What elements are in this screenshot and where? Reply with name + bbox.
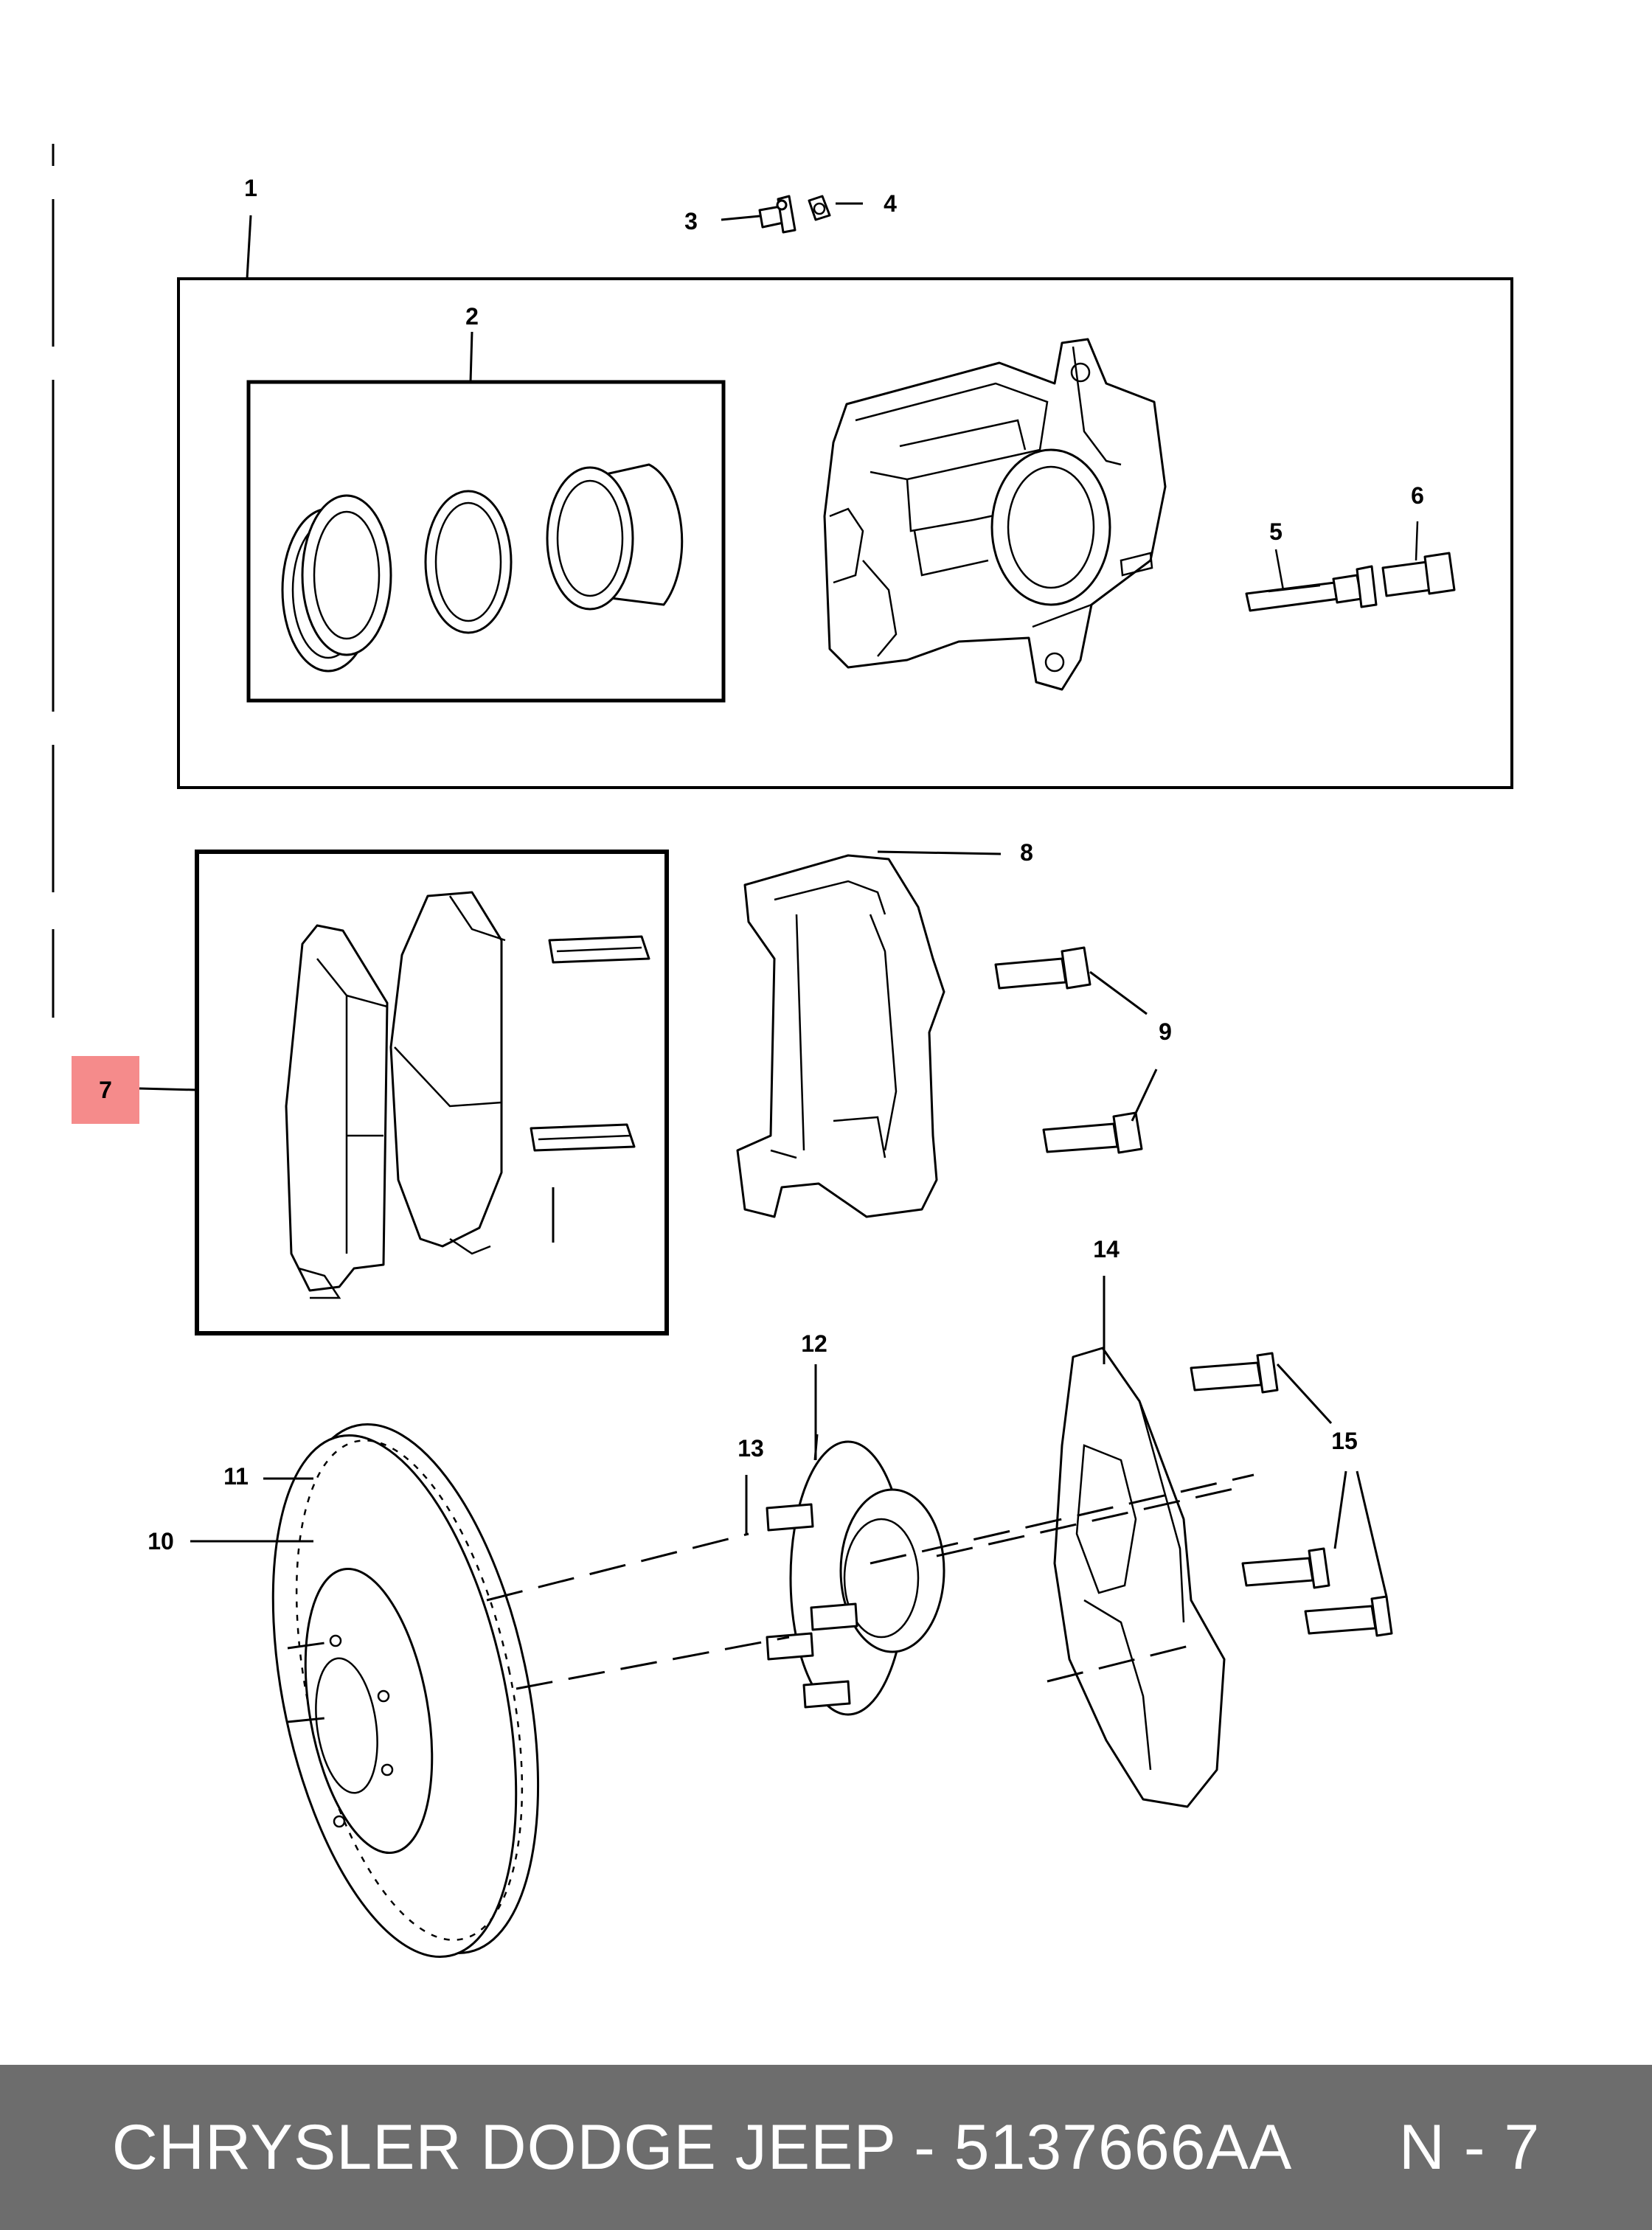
brake-rotor	[190, 1423, 540, 1959]
dust-shield	[1053, 1276, 1226, 1808]
callout-7: 7	[99, 1077, 112, 1103]
footer-bar: CHRYSLER DODGE JEEP - 5137666AA N - 7	[0, 2065, 1652, 2230]
parts-diagram: 1 2 3 4 5 6 8 9 10 11 12 13 14 15	[52, 144, 1513, 1959]
callout-3: 3	[684, 208, 698, 235]
guide-pin	[1245, 549, 1378, 612]
highlighted-part-marker	[72, 1056, 139, 1124]
footer-brand-part: CHRYSLER DODGE JEEP - 5137666AA	[111, 2111, 1289, 2183]
callout-4: 4	[884, 190, 897, 217]
caliper-assembly-box	[177, 215, 1513, 789]
dust-shield-bolts	[1190, 1352, 1393, 1637]
caliper-body	[823, 338, 1167, 691]
callout-15: 15	[1331, 1428, 1358, 1454]
callout-8: 8	[1020, 839, 1033, 866]
adapter-bolts	[994, 946, 1158, 1154]
callout-1: 1	[244, 175, 257, 201]
brake-pad-kit-box	[139, 850, 669, 1335]
footer-label: CHRYSLER DODGE JEEP - 5137666AA N - 7	[112, 2111, 1540, 2184]
callout-13: 13	[738, 1435, 764, 1462]
wheel-studs	[745, 1475, 858, 1709]
callout-5: 5	[1269, 518, 1283, 545]
callout-12: 12	[801, 1330, 827, 1357]
caliper-adapter	[736, 850, 1002, 1218]
bleeder-screw	[721, 195, 796, 234]
callout-14: 14	[1093, 1236, 1120, 1262]
callout-11: 11	[223, 1463, 249, 1490]
callout-6: 6	[1411, 482, 1424, 509]
guide-pin-bolt	[1381, 521, 1456, 597]
hub-bearing	[789, 1364, 945, 1716]
callout-2: 2	[465, 303, 479, 330]
bleeder-cap	[808, 195, 863, 221]
callout-10: 10	[148, 1528, 174, 1555]
alignment-lines	[287, 1473, 1254, 1723]
footer-page-ref: N - 7	[1398, 2111, 1541, 2183]
callout-9: 9	[1159, 1018, 1172, 1045]
piston-seal-kit	[246, 331, 726, 703]
